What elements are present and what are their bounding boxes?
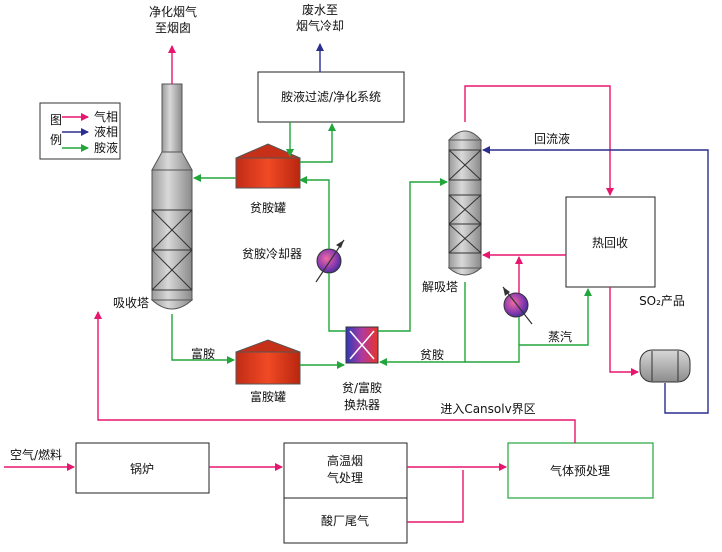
heat-recovery-box	[565, 196, 656, 288]
rich-tank-label: 富胺罐	[250, 389, 286, 404]
exchanger-label: 贫/富胺 换热器	[342, 380, 382, 412]
legend	[39, 102, 121, 160]
lean-amine-label: 贫胺	[420, 347, 444, 362]
gas-lines	[4, 45, 639, 523]
cansolv-label: 进入Cansolv界区	[440, 402, 535, 416]
acid-tail-box	[283, 497, 408, 544]
reflux-label: 回流液	[534, 131, 570, 146]
filter-system-box	[257, 71, 405, 123]
hot-flue-box	[283, 442, 408, 499]
stripper-label: 解吸塔	[422, 280, 458, 294]
steam-label: 蒸汽	[548, 329, 572, 344]
legend-amine-label: 胺液	[94, 140, 118, 155]
gas-pretreat-box	[507, 442, 654, 499]
legend-title-line2: 例	[50, 133, 62, 147]
lean-amine-cooler	[315, 239, 345, 283]
rich-amine-label: 富胺	[191, 346, 215, 361]
amine-lines	[171, 122, 592, 369]
hot-flue-label: 高温烟 气处理	[327, 453, 363, 485]
legend-liquid-label: 液相	[94, 124, 118, 139]
svg-text:换热器: 换热器	[344, 398, 380, 412]
reboiler	[502, 286, 533, 325]
rich-amine-tank	[235, 339, 301, 385]
svg-text:高温烟: 高温烟	[327, 453, 363, 468]
absorber-tower	[150, 83, 194, 310]
svg-text:烟气冷却: 烟气冷却	[296, 18, 344, 33]
gas-pretreat-label: 气体预处理	[550, 463, 610, 478]
boiler-box	[75, 442, 210, 494]
air-fuel-label: 空气/燃料	[10, 447, 62, 462]
heat-recovery-label: 热回收	[592, 236, 628, 250]
svg-text:贫/富胺: 贫/富胺	[342, 380, 382, 395]
lean-cooler-label: 贫胺冷却器	[242, 246, 302, 261]
acid-tail-label: 酸厂尾气	[321, 513, 369, 528]
boiler-label: 锅炉	[130, 461, 154, 476]
legend-gas-label: 气相	[94, 109, 118, 124]
legend-title-line1: 图	[50, 113, 62, 127]
svg-text:气处理: 气处理	[327, 470, 363, 485]
so2-product-label: SO₂产品	[639, 294, 685, 308]
svg-text:至烟囱: 至烟囱	[155, 21, 191, 35]
stripper-tower	[447, 130, 483, 276]
svg-text:净化烟气: 净化烟气	[149, 4, 197, 19]
filter-system-label: 胺液过滤/净化系统	[281, 89, 381, 104]
lean-amine-tank	[235, 143, 301, 189]
heat-exchanger	[345, 326, 379, 364]
waste-water-label: 废水至 烟气冷却	[296, 2, 344, 33]
lean-tank-label: 贫胺罐	[250, 200, 286, 215]
svg-text:废水至: 废水至	[302, 2, 338, 17]
liquid-lines	[316, 43, 709, 414]
absorber-label: 吸收塔	[113, 296, 149, 310]
clean-gas-label: 净化烟气 至烟囱	[149, 4, 197, 35]
so2-product-drum	[639, 349, 691, 383]
